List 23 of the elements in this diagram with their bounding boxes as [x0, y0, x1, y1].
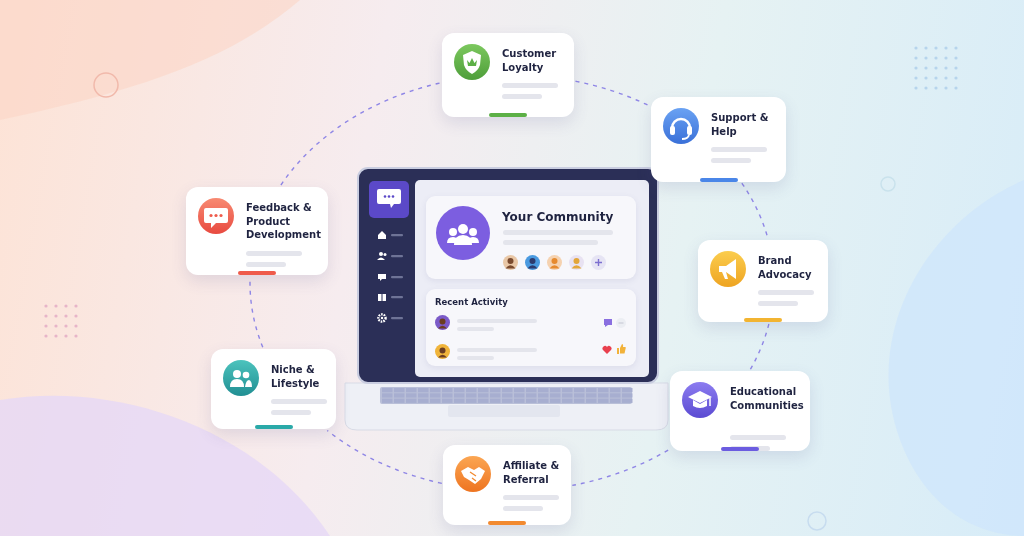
- panel-title: Recent Activity: [435, 296, 508, 309]
- card-title: Affiliate & Referral: [503, 459, 561, 486]
- category-card: [211, 349, 336, 429]
- category-card: [186, 187, 328, 275]
- dashed-connector: [574, 80, 650, 107]
- dashed-connector: [749, 323, 770, 370]
- card-title: Educational Communities: [730, 385, 805, 412]
- dashed-connector: [326, 429, 443, 485]
- category-card: [651, 97, 786, 182]
- category-card: [443, 445, 571, 525]
- category-card: [698, 240, 828, 322]
- category-card: [442, 33, 574, 117]
- dashed-connector: [280, 82, 442, 186]
- card-title: Feedback & Product Development: [246, 201, 322, 242]
- card-title: Niche & Lifestyle: [271, 363, 321, 390]
- dashboard-panel: [426, 289, 636, 366]
- card-title: Brand Advocacy: [758, 254, 813, 281]
- card-title: Support & Help: [711, 111, 770, 138]
- category-card: [670, 371, 810, 451]
- dashed-connector: [571, 449, 669, 487]
- dashboard-panel: [426, 196, 636, 279]
- panel-title: Your Community: [502, 211, 614, 225]
- card-title: Customer Loyalty: [502, 47, 558, 74]
